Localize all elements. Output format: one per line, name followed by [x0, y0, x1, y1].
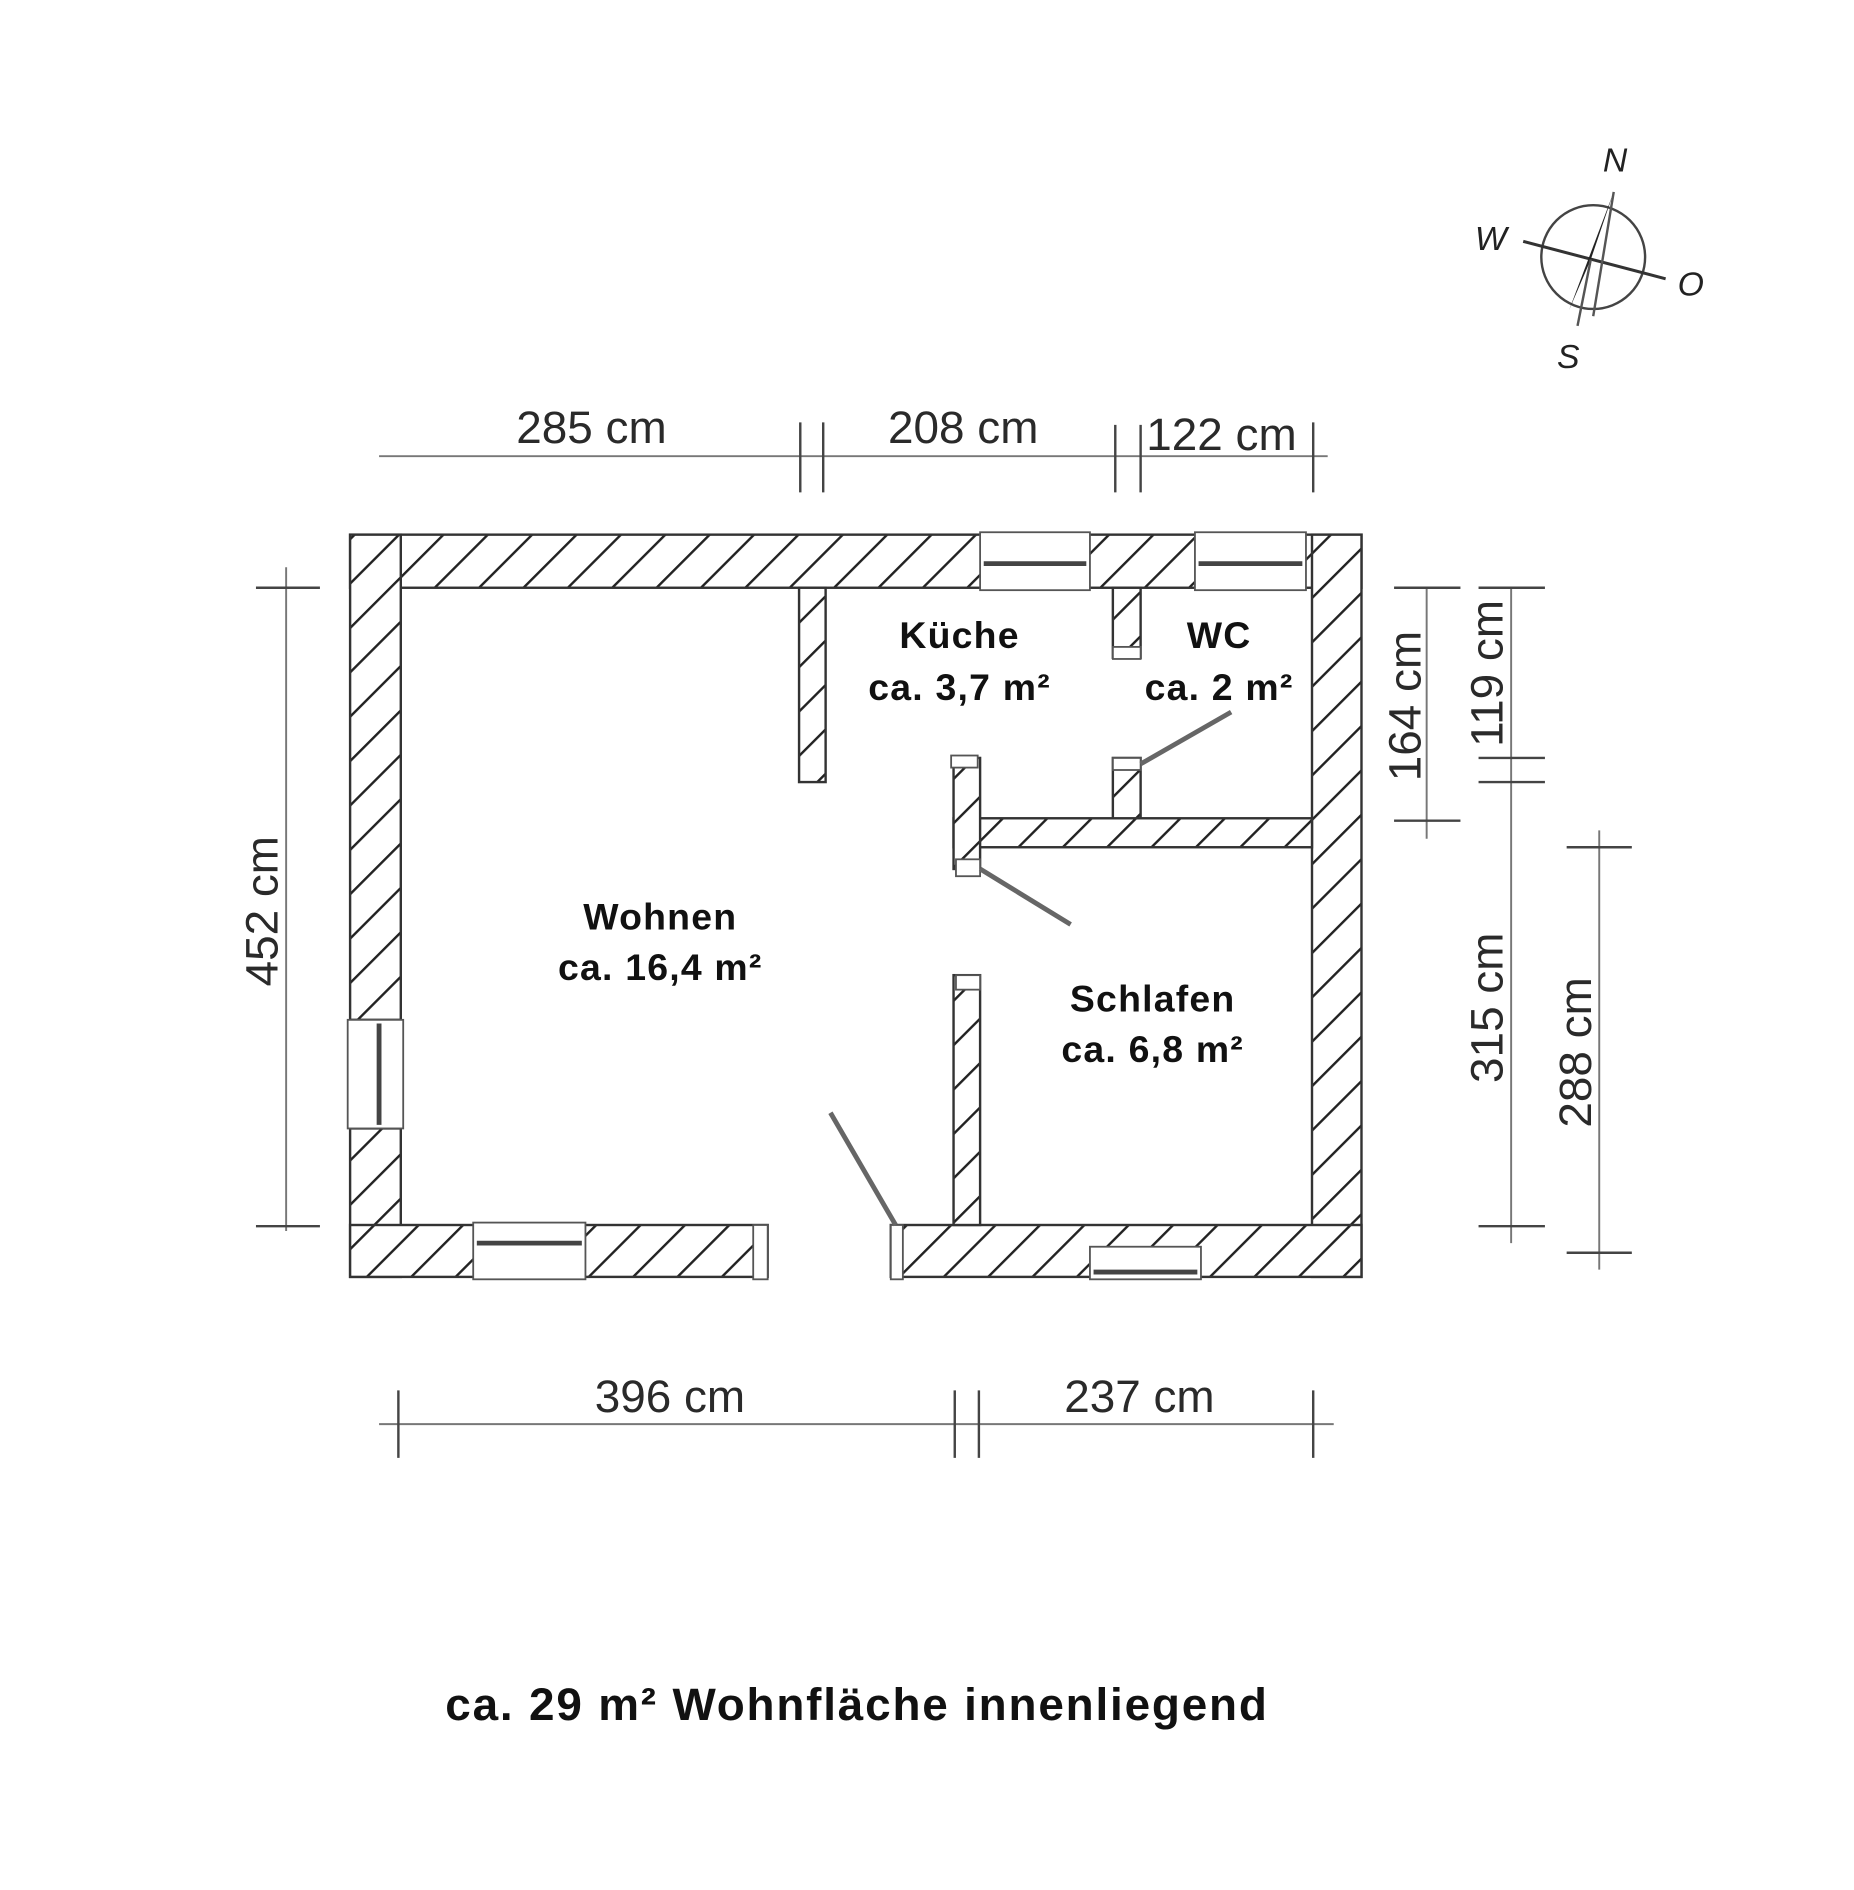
doors: [752, 645, 1233, 1281]
room-area-wc: ca. 2 m²: [1145, 666, 1294, 708]
dim-top-2: 208 cm: [888, 401, 1038, 453]
wall-left-upper: [348, 533, 402, 1022]
dim-right-119: 119 cm: [1461, 600, 1513, 747]
dim-right-315: 315 cm: [1461, 933, 1513, 1083]
door-entrance: [828, 1111, 898, 1227]
room-name-schlafen: Schlafen: [1070, 977, 1236, 1019]
wall-bedroom-top: [952, 817, 1314, 849]
wall-top: [348, 533, 1363, 589]
wall-bedroom-left-lower: [952, 973, 982, 1227]
compass: N W O S: [1475, 141, 1704, 376]
wall-kitchen-partition: [797, 586, 827, 784]
dimension-bottom: 396 cm 237 cm: [379, 1370, 1334, 1458]
dim-left: 452 cm: [236, 836, 288, 986]
room-name-wohnen: Wohnen: [583, 895, 737, 937]
room-area-wohnen: ca. 16,4 m²: [558, 946, 763, 988]
room-labels: Küche ca. 3,7 m² WC ca. 2 m² Wohnen ca. …: [558, 614, 1294, 1070]
door-jamb-wc: [1111, 757, 1142, 771]
dimension-left: 452 cm: [236, 567, 320, 1232]
dim-right-164: 164 cm: [1379, 631, 1431, 781]
dim-bottom-1: 396 cm: [595, 1370, 745, 1422]
compass-n: N: [1603, 141, 1628, 179]
wall-right: [1310, 533, 1363, 1279]
room-area-schlafen: ca. 6,8 m²: [1061, 1028, 1244, 1070]
windows: [346, 531, 1307, 1281]
dim-top-3: 122 cm: [1146, 408, 1296, 460]
dim-top-1: 285 cm: [516, 401, 666, 453]
total-area-caption: ca. 29 m² Wohnfläche innenliegend: [445, 1678, 1268, 1730]
window-living-bottom: [472, 1221, 587, 1281]
door-jamb-entrance: [889, 1224, 904, 1281]
room-name-wc: WC: [1187, 614, 1252, 656]
wall-bedroom-left-upper: [952, 756, 982, 871]
dimension-right: 164 cm 119 cm 315 cm 288 cm: [1379, 586, 1632, 1270]
room-area-kueche: ca. 3,7 m²: [868, 666, 1051, 708]
dimension-top: 285 cm 208 cm 122 cm: [379, 401, 1328, 493]
dim-bottom-2: 237 cm: [1064, 1370, 1214, 1422]
compass-w: W: [1475, 220, 1510, 258]
door-jamb-bedroom: [955, 858, 982, 878]
compass-circle: [1540, 203, 1647, 311]
dim-right-288: 288 cm: [1549, 977, 1601, 1127]
compass-ew-line: [1522, 239, 1667, 281]
compass-needle-icon: [1569, 191, 1614, 311]
room-name-kueche: Küche: [899, 614, 1019, 656]
window-living-left: [346, 1018, 405, 1130]
compass-o: O: [1678, 266, 1704, 304]
door-bedroom: [978, 866, 1072, 927]
compass-s: S: [1557, 338, 1580, 376]
door-wc: [1139, 709, 1233, 767]
